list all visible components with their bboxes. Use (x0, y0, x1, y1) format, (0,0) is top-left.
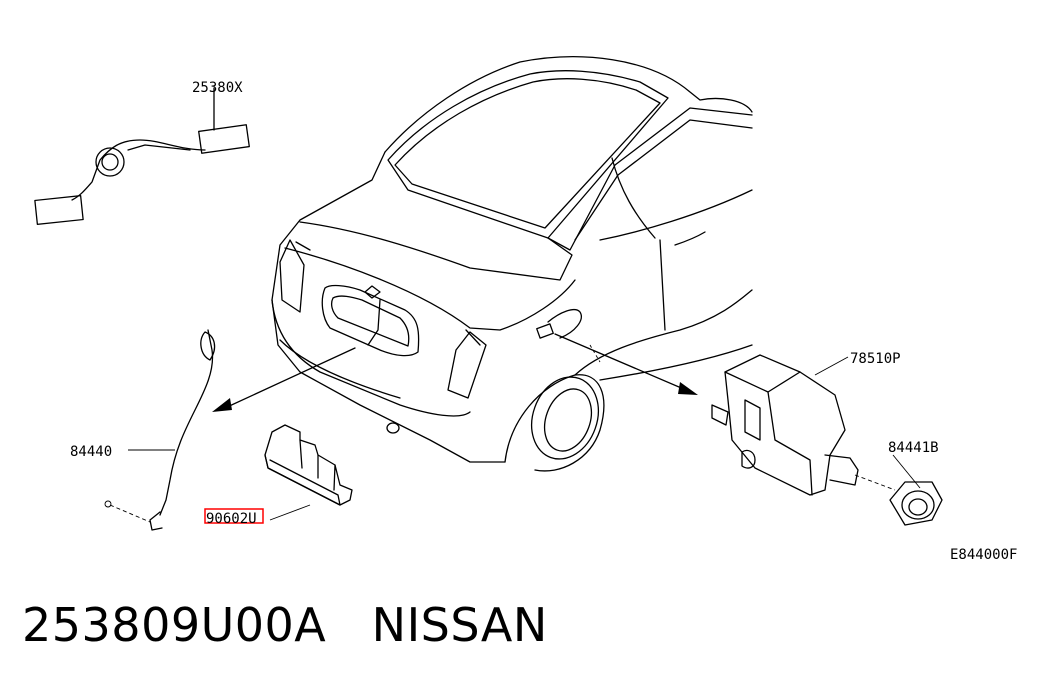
part-caption: 253809U00A NISSAN (22, 598, 548, 652)
part-number: 253809U00A (22, 598, 327, 652)
label-25380X: 25380X (192, 80, 243, 96)
pointer-arrows (212, 333, 698, 412)
label-84441B: 84441B (888, 440, 939, 456)
diagram-code: E844000F (950, 547, 1017, 563)
retainer-84441B (889, 454, 943, 526)
label-90602U: 90602U (206, 511, 257, 527)
cable-84440 (104, 329, 216, 531)
brand-name: NISSAN (371, 598, 548, 652)
actuator-78510P (711, 354, 896, 496)
harness-connector-25380X (34, 87, 250, 225)
highlight-box (204, 508, 264, 524)
label-78510P: 78510P (850, 351, 901, 367)
lamp-bracket-90602U (264, 424, 353, 521)
label-84440: 84440 (70, 444, 112, 460)
car-illustration (271, 56, 753, 472)
